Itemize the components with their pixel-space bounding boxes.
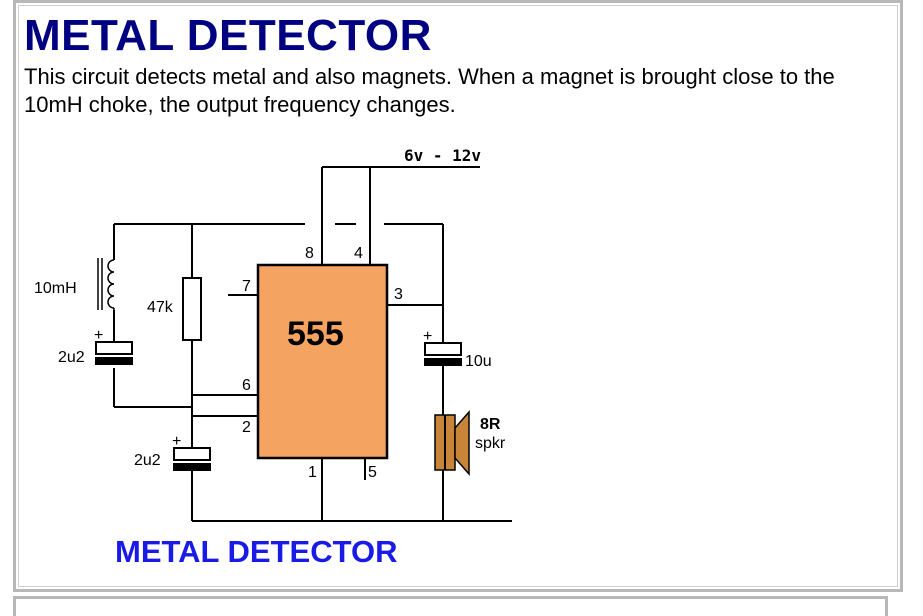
pin-1-label: 1 xyxy=(308,464,317,481)
page-edge xyxy=(904,0,923,610)
resistor-47k xyxy=(182,277,202,341)
pin-8-label: 8 xyxy=(305,245,314,262)
speaker-label: spkr xyxy=(475,435,506,452)
article-inner-border xyxy=(18,5,898,587)
speaker-value-label: 8R xyxy=(480,416,501,433)
cap-bottom-label: 2u2 xyxy=(134,452,161,469)
diagram-caption: METAL DETECTOR xyxy=(115,534,397,569)
speaker-icon xyxy=(434,410,470,476)
resistor-label: 47k xyxy=(147,299,174,316)
cap-top-label: 2u2 xyxy=(58,349,85,366)
supply-voltage-label: 6v - 12v xyxy=(404,146,481,165)
cap-out-plus: + xyxy=(423,328,432,345)
article-frame xyxy=(13,0,903,592)
capacitor-10u xyxy=(424,342,462,366)
cap-top-plus: + xyxy=(94,327,103,344)
choke-inductor xyxy=(97,258,115,310)
capacitor-2u2-top xyxy=(95,341,133,365)
pin-3-label: 3 xyxy=(394,286,403,303)
ic-label: 555 xyxy=(287,315,344,353)
pin-4-label: 4 xyxy=(354,245,363,262)
capacitor-2u2-bottom xyxy=(173,447,211,471)
ic-555 xyxy=(256,263,389,460)
page-title: METAL DETECTOR xyxy=(24,11,432,60)
pin-5-label: 5 xyxy=(368,464,377,481)
cap-out-label: 10u xyxy=(465,353,492,370)
pin-7-label: 7 xyxy=(242,278,251,295)
wires xyxy=(113,166,512,522)
pin-6-label: 6 xyxy=(242,377,251,394)
cap-bottom-plus: + xyxy=(172,433,181,450)
inductor-label: 10mH xyxy=(34,280,77,297)
pin-2-label: 2 xyxy=(242,419,251,436)
intro-text: This circuit detects metal and also magn… xyxy=(24,64,835,117)
